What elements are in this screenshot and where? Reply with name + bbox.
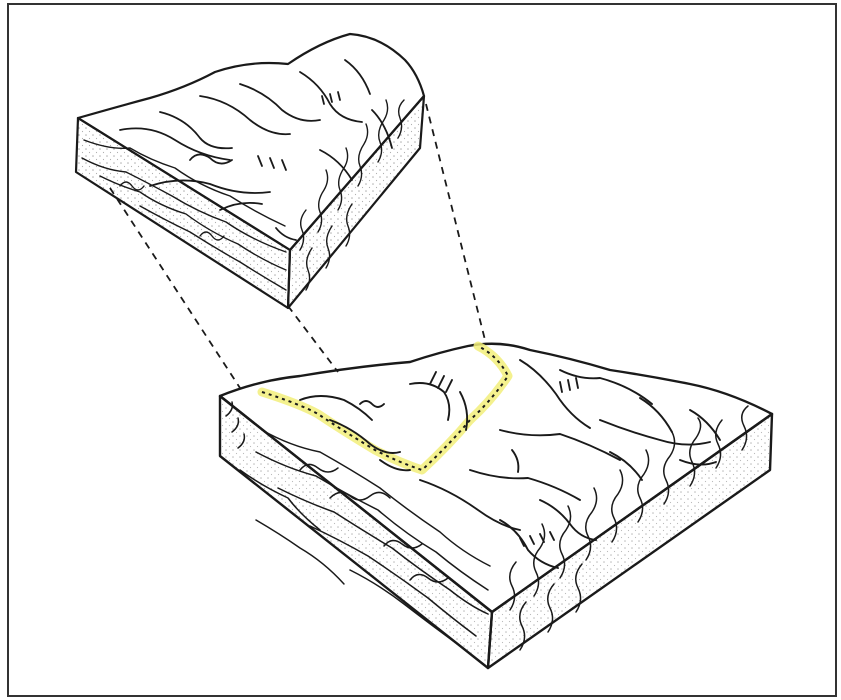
lower-block-diagram (220, 344, 772, 668)
upper-block-diagram (76, 34, 424, 308)
upper-top-surface (78, 34, 424, 250)
